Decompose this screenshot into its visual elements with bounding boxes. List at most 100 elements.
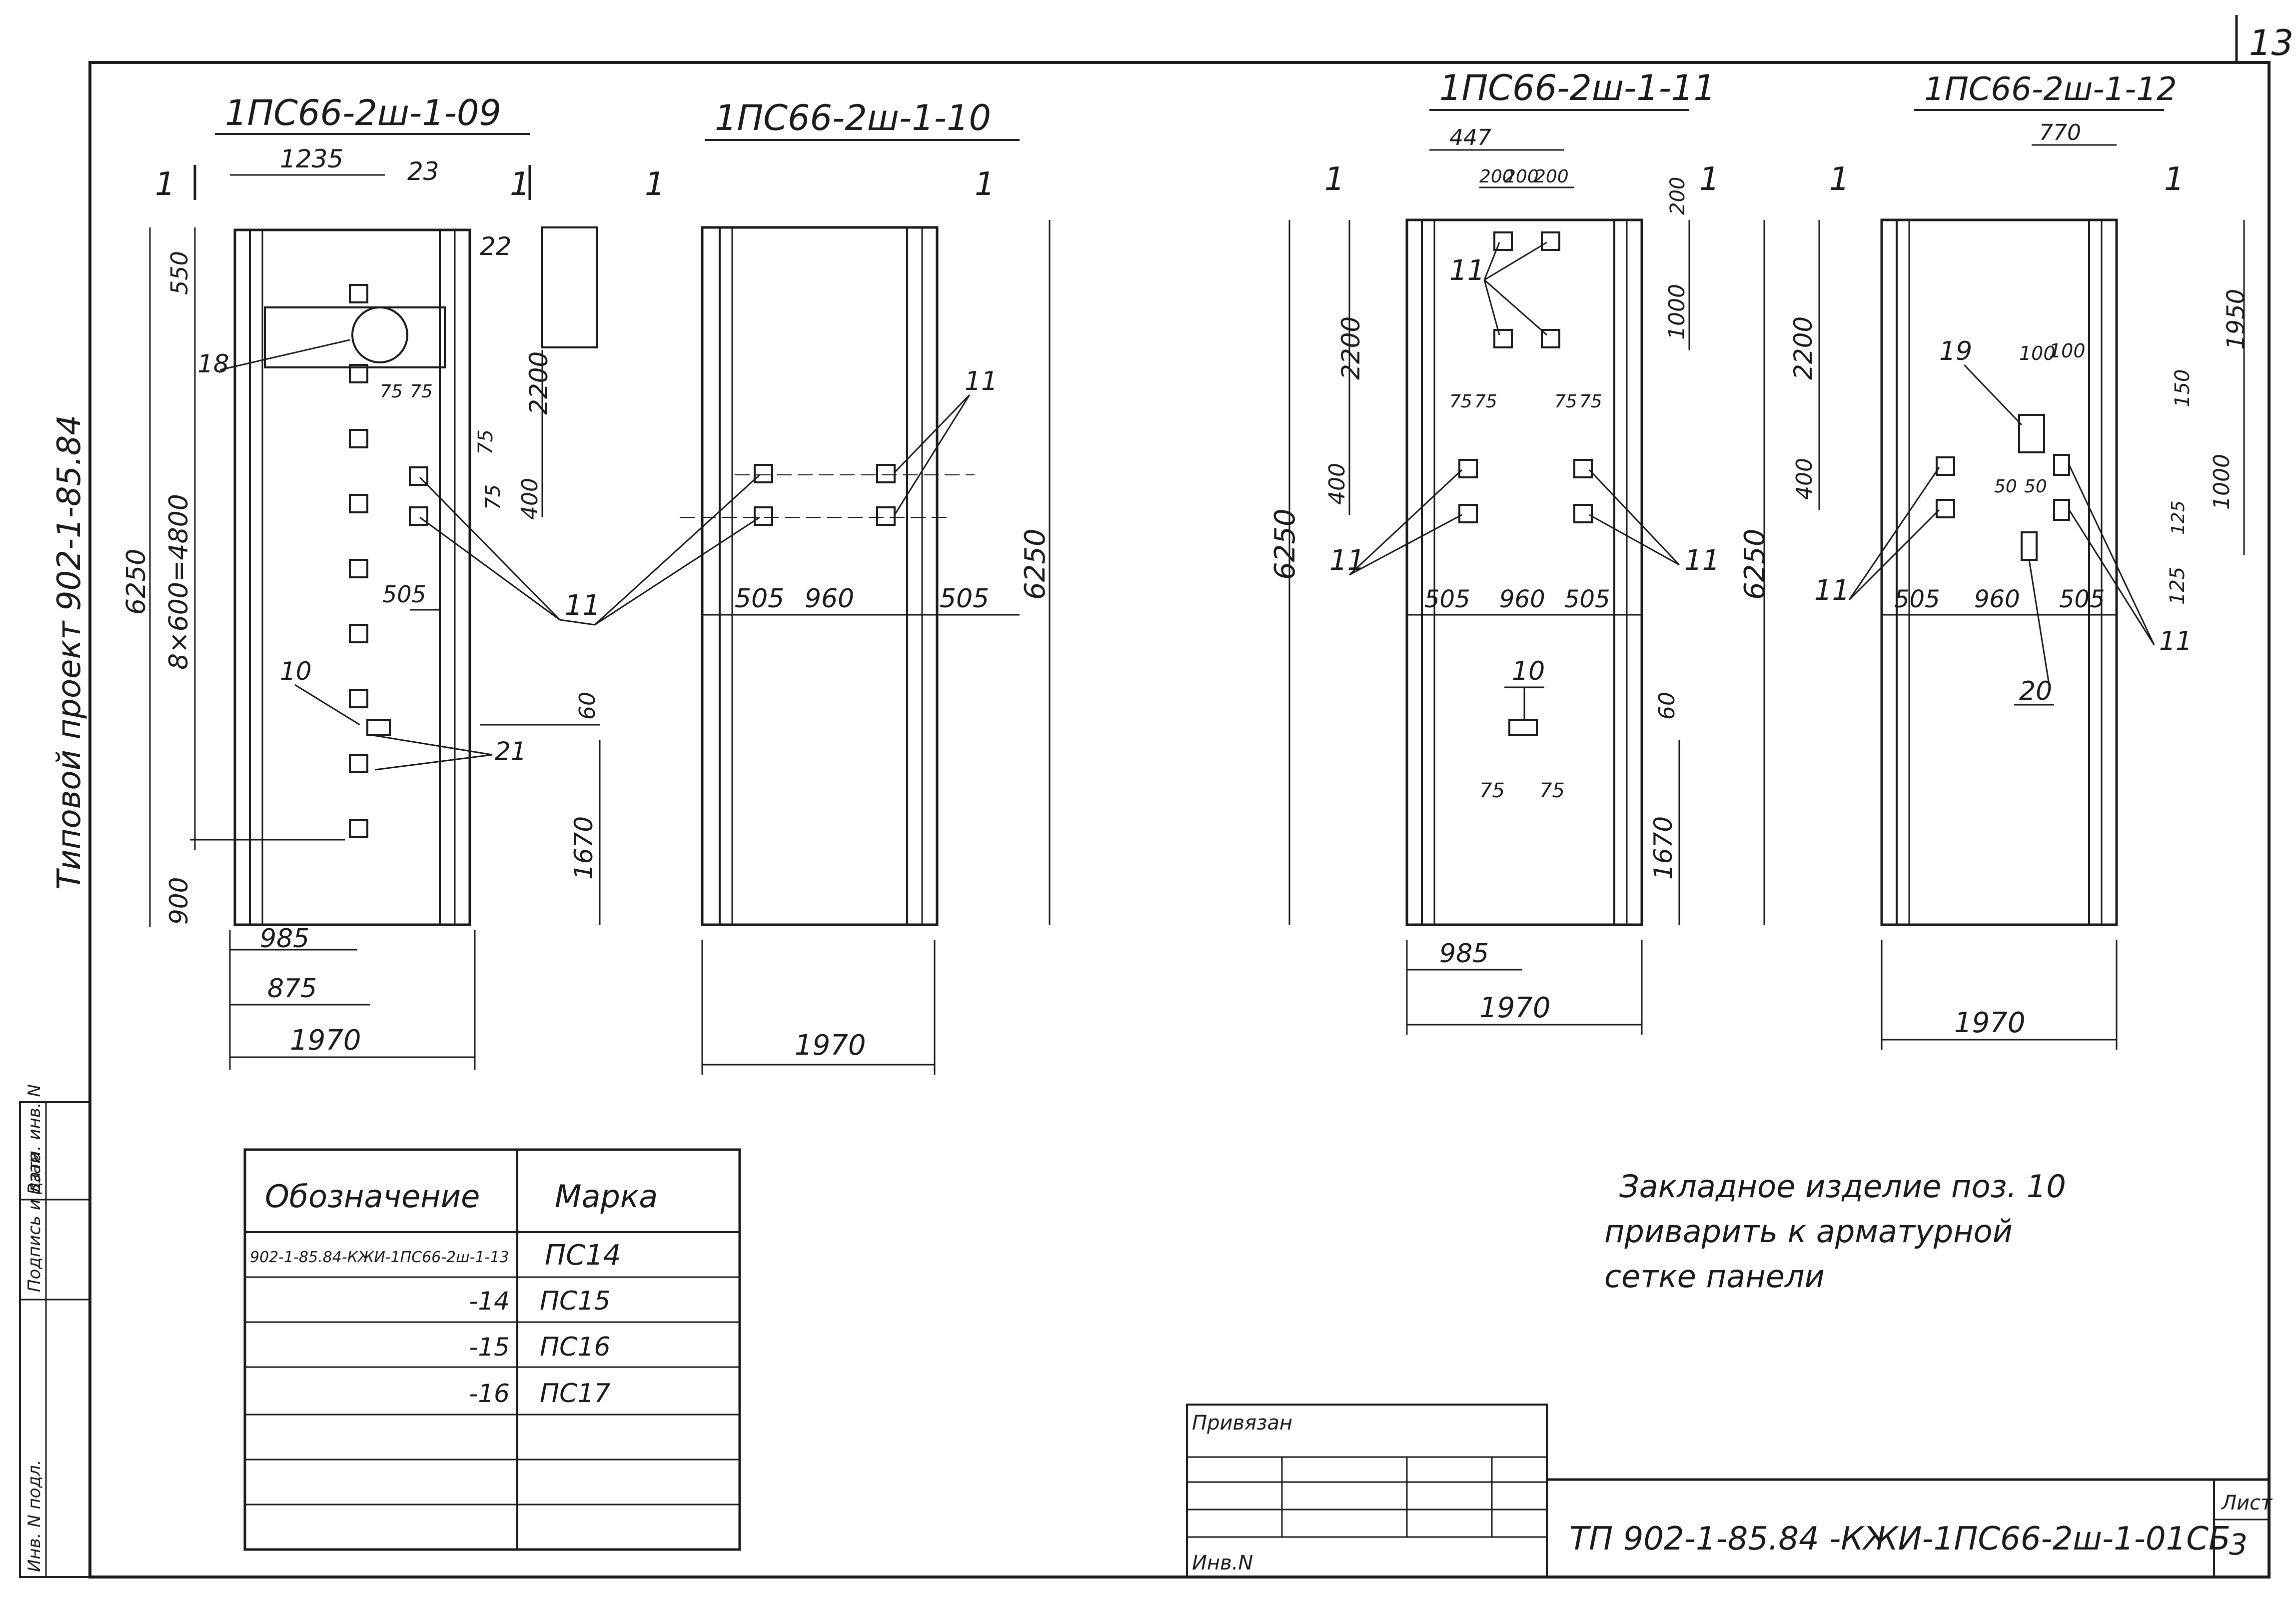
panel-11-dim-75b: 75 [1474,391,1497,412]
panel-11-dim-75c: 75 [1554,391,1577,412]
marks-table: Обозначение Марка 902-1-85.84-КЖИ-1ПС66-… [243,1148,741,1551]
panel-12-dim-125a: 125 [2168,500,2189,535]
table-cell-designation-1: 902-1-85.84-КЖИ-1ПС66-2ш-1-13 [250,1249,509,1266]
panel-11: 1ПС66-2ш-1-11 1 1 447 200 200 200 200 10… [1269,67,1720,1035]
panel-11-dim-75a: 75 [1449,391,1472,412]
panel-09-dim-875: 875 [267,974,317,1004]
panel-12-dim-100a: 100 [2019,342,2056,364]
side-stamp-replace: Взам. инв. N [24,1084,44,1195]
panel-12-pos-11b: 11 [2159,626,2192,656]
panel-09-dim-60: 60 [575,692,600,720]
panel-12-dim-100b: 100 [2049,340,2086,362]
panel-12-dim-505a: 505 [1894,585,1940,613]
panel-11-dim-505a: 505 [1424,585,1470,613]
panel-11-pos-10: 10 [1512,656,1545,686]
panel-11-dim-60: 60 [1654,692,1680,720]
panel-12-section-right: 1 [2164,161,2185,198]
panel-09-pos-22: 22 [480,232,512,261]
table-cell-designation-4: -16 [469,1379,510,1408]
panel-12-dim-1000: 1000 [2209,454,2235,510]
panel-10-dim-960: 960 [805,584,854,614]
panel-11-dim-200b: 200 [1504,166,1539,187]
table-cell-mark-3: ПС16 [540,1332,611,1362]
panel-09-dim-1970: 1970 [290,1024,361,1057]
panel-09-dim-75c: 75 [380,381,403,402]
panel-12-pos-11a: 11 [1814,574,1850,607]
panel-10-pos-11: 11 [565,589,600,622]
panel-12-dim-505b: 505 [2059,585,2105,613]
panel-10-mark: 1ПС66-2ш-1-10 [715,97,991,138]
panel-10-dim-505a: 505 [735,584,784,614]
panel-09-dim-75b: 75 [482,484,505,510]
panel-11-mark: 1ПС66-2ш-1-11 [1439,67,1716,108]
panel-09-dim-1670: 1670 [569,816,598,880]
table-cell-mark-4: ПС17 [540,1379,611,1409]
stamp-bound-label: Привязан [1192,1412,1292,1435]
panel-10-pos-11b: 11 [965,366,998,396]
panel-12-mark: 1ПС66-2ш-1-12 [1924,71,2177,108]
panel-12-section-left: 1 [1829,161,1850,198]
panel-12-dim-2200: 2200 [1789,316,1818,380]
panel-12-dim-125b: 125 [2166,567,2189,605]
panel-10-dim-6250: 6250 [1019,528,1052,600]
note-line-3: сетке панели [1604,1258,1825,1295]
panel-11-dim-1000: 1000 [1664,284,1690,340]
panel-09-dim-height: 6250 [121,549,151,615]
panel-09-section-left: 1 [155,166,175,203]
panel-12-dim-50a: 50 [1994,476,2017,497]
panel-10-dim-1970: 1970 [795,1029,866,1062]
panel-12-dim-770: 770 [2039,120,2081,145]
vertical-project-title: Типовой проект 902-1-85.84 [51,415,88,890]
panel-11-dim-447: 447 [1449,125,1491,150]
title-block-code: ТП 902-1-85.84 -КЖИ-1ПС66-2ш-1-01СБ [1569,1521,2231,1558]
panel-09-dim-1235: 1235 [280,144,343,173]
side-stamp-inv: Инв. N подл. [24,1460,44,1572]
panel-11-dim-960: 960 [1499,585,1545,613]
table-cell-designation-3: -15 [469,1333,510,1362]
panel-09-pos-18: 18 [197,349,229,378]
panel-11-dim-200d: 200 [1666,177,1689,215]
panel-09-dim-505: 505 [382,581,426,608]
panel-10-section-right: 1 [975,166,995,203]
panel-09-dim-2200: 2200 [524,351,553,415]
panel-11-section-right: 1 [1699,161,1720,198]
panel-09-mark: 1ПС66-2ш-1-09 [225,92,501,133]
panel-09: 1ПС66-2ш-1-09 1 1 1235 6250 8× [121,92,601,1070]
panel-09-dim-985: 985 [260,924,309,954]
sheet-frame [88,61,2271,1579]
bound-stamp: Привязан Инв.N [1186,1404,1548,1578]
panel-09-section-right: 1 [510,166,530,203]
table-header-designation: Обозначение [265,1178,480,1215]
panel-09-dim-550: 550 [166,251,193,295]
sheet-label: Лист [2221,1492,2273,1515]
panel-11-section-left: 1 [1324,161,1345,198]
panel-11-dim-75e: 75 [1479,779,1505,802]
panel-11-pos-11b: 11 [1329,544,1365,577]
panel-12-dim-1950: 1950 [2222,289,2250,350]
panel-11-dim-1670: 1670 [1649,816,1678,880]
panel-12-dim-1970: 1970 [1954,1007,2026,1039]
table-header-mark: Марка [555,1178,658,1215]
panel-11-pos-11c: 11 [1684,544,1720,577]
panel-12-dim-150: 150 [2171,369,2194,407]
panel-12-dim-400: 400 [1792,458,1817,500]
panel-12-dim-50b: 50 [2024,476,2047,497]
panel-11-dim-75f: 75 [1539,779,1565,802]
title-block: ТП 902-1-85.84 -КЖИ-1ПС66-2ш-1-01СБ Лист… [1547,1478,2273,1577]
panel-11-dim-505b: 505 [1564,585,1610,613]
panel-11-dim-200c: 200 [1534,166,1569,187]
panel-09-dim-400: 400 [517,478,543,520]
panel-09-dim-75a: 75 [474,429,497,455]
table-cell-designation-2: -14 [469,1287,510,1316]
panel-09-pos-23: 23 [407,157,439,186]
panel-10: 1ПС66-2ш-1-10 1 1 6250 505 960 505 1970 … [419,97,1052,1075]
panel-10-dim-505b: 505 [940,584,989,614]
note-line-1: Закладное изделие поз. 10 [1619,1168,2066,1205]
side-stamp: Инв. N подл. Подпись и дата Взам. инв. N [19,1084,91,1578]
panel-09-dim-900: 900 [164,877,193,925]
panel-09-pos-21: 21 [495,737,527,766]
note-line-2: приварить к арматурной [1604,1213,2013,1250]
panel-11-dim-400: 400 [1324,463,1350,505]
panel-11-dim-200a: 200 [1479,166,1514,187]
